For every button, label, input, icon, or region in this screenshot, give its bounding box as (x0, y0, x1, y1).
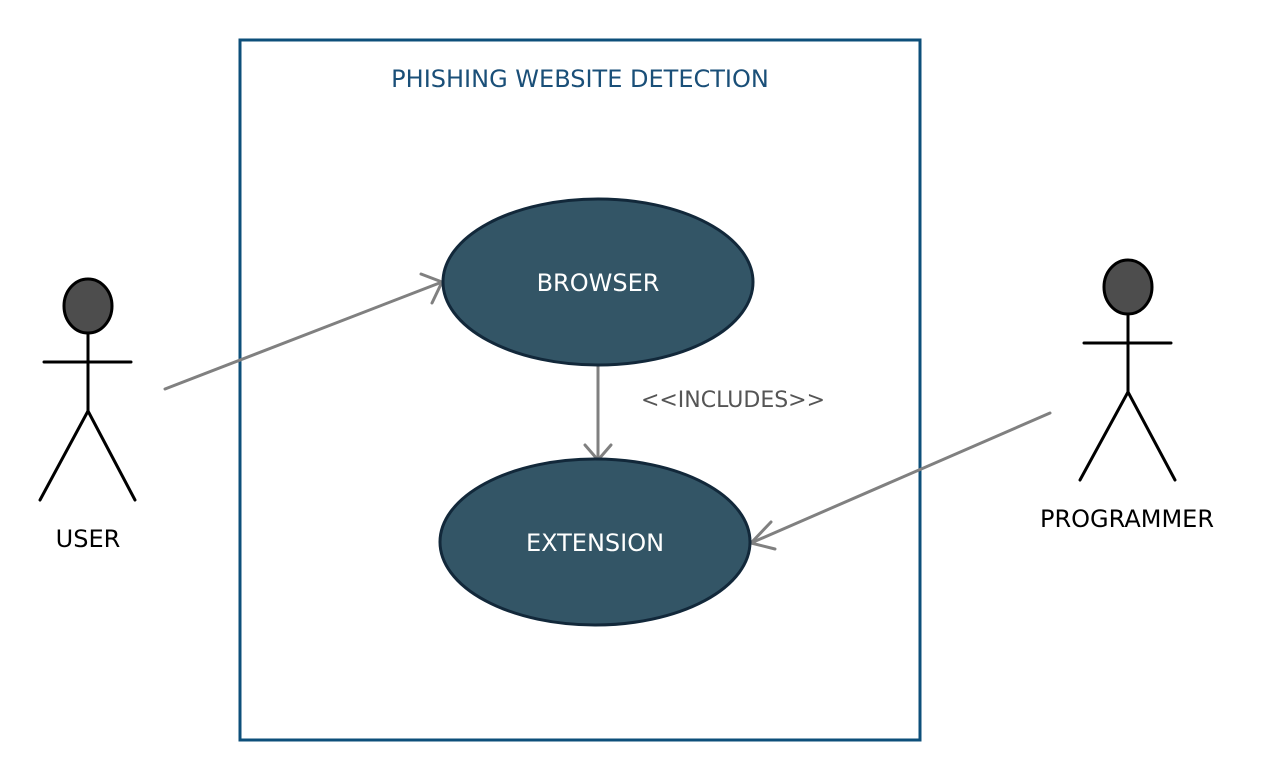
actor-programmer: PROGRAMMER (1040, 258, 1214, 533)
includes-label: <<INCLUDES>> (641, 388, 825, 413)
use-case-browser: BROWSER (441, 197, 755, 367)
use-case-browser-ellipse (441, 197, 755, 367)
use-case-extension-label: EXTENSION (526, 529, 664, 557)
actor-programmer-label: PROGRAMMER (1040, 505, 1214, 533)
system-boundary-box (238, 38, 922, 742)
stick-figure-icon (38, 277, 137, 502)
user-to-browser-association (163, 272, 444, 391)
stick-figure-icon (1078, 258, 1177, 482)
system-boundary: PHISHING WEBSITE DETECTION (238, 38, 922, 742)
system-title: PHISHING WEBSITE DETECTION (391, 65, 769, 93)
actor-user-label: USER (56, 525, 121, 553)
includes-dependency (583, 364, 613, 462)
actor-user: USER (38, 277, 137, 553)
programmer-to-extension-association (749, 411, 1052, 551)
use-case-extension: EXTENSION (438, 457, 752, 627)
use-case-extension-ellipse (438, 457, 752, 627)
use-case-browser-label: BROWSER (537, 269, 660, 297)
